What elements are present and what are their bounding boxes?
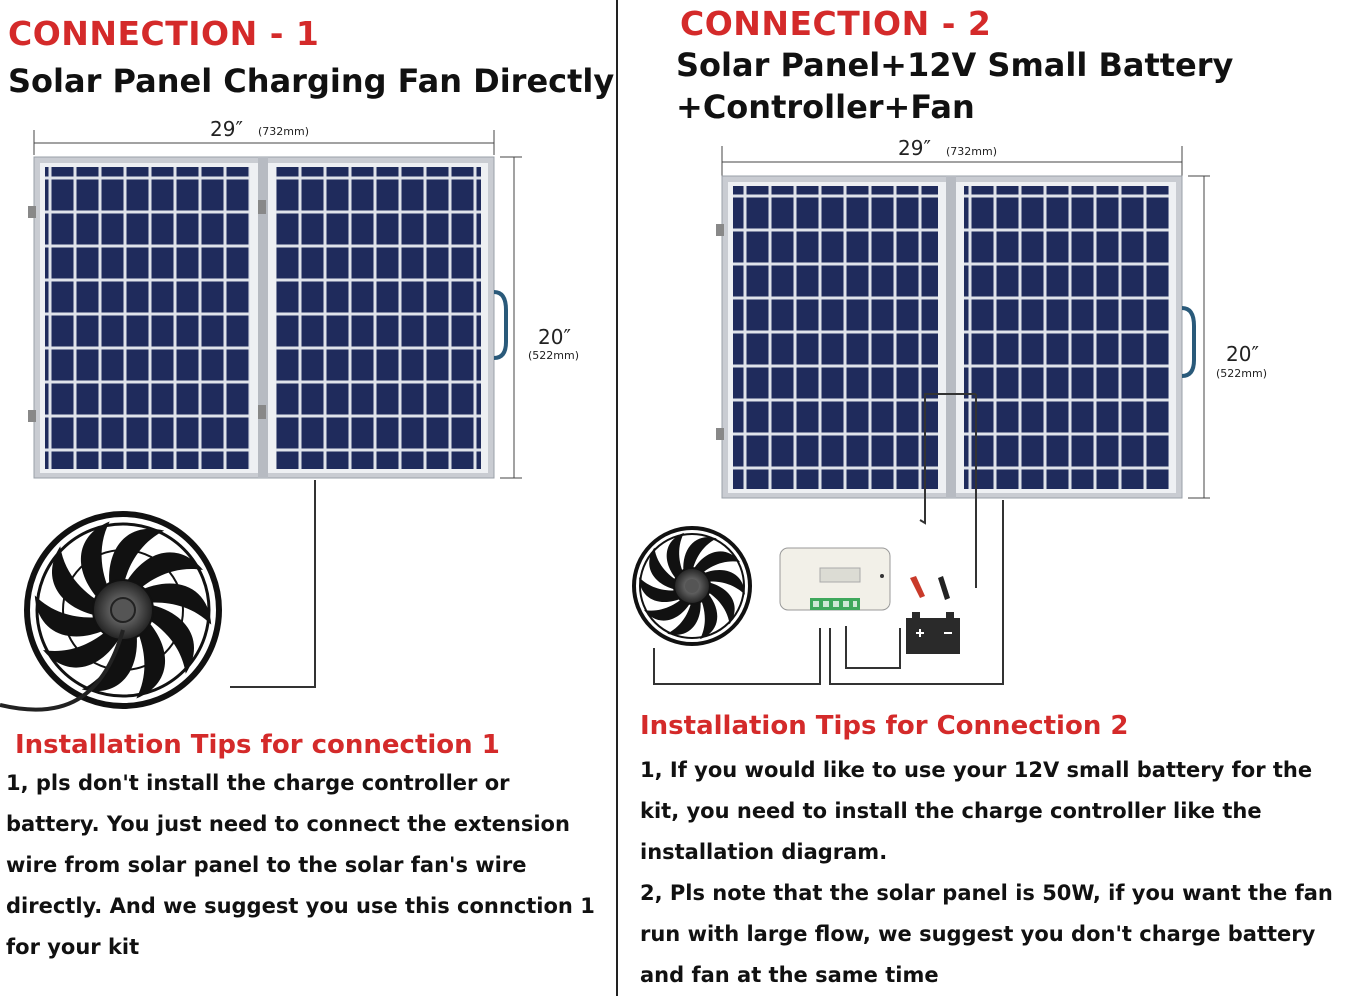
panel-handle	[494, 292, 506, 358]
connection-2-tip-line: kit, you need to install the charge cont…	[640, 799, 1262, 823]
connection-2-tip-line: 2, Pls note that the solar panel is 50W,…	[640, 881, 1333, 905]
width-inches-label: 29″	[898, 136, 931, 160]
height-inches-label: 20″	[538, 325, 571, 349]
connection-2-tip-line: and fan at the same time	[640, 963, 939, 987]
width-dimension: 29″ (732mm)	[722, 136, 1182, 176]
connection-2-tips-title: Installation Tips for Connection 2	[640, 711, 1128, 741]
width-mm-label: (732mm)	[258, 125, 309, 138]
width-mm-label: (732mm)	[946, 145, 997, 158]
section-divider	[616, 0, 618, 996]
solar-panel-folding	[716, 176, 1194, 498]
width-dimension: 29″ (732mm)	[34, 117, 494, 155]
solar-panel-right	[964, 186, 1169, 489]
connection-1-tips-title: Installation Tips for connection 1	[15, 730, 500, 760]
connection-2-tip-line: run with large flow, we suggest you don'…	[640, 922, 1315, 946]
solar-panel-left	[45, 167, 250, 469]
connection-2-tip-line: installation diagram.	[640, 840, 887, 864]
width-inches-label: 29″	[210, 117, 243, 141]
fan-icon	[0, 514, 222, 710]
battery-clips-icon	[910, 576, 950, 600]
connection-2-title: CONNECTION - 2	[680, 4, 991, 43]
height-dimension: 20″ (522mm)	[1188, 176, 1267, 498]
height-inches-label: 20″	[1226, 342, 1259, 366]
connection-1-subtitle: Solar Panel Charging Fan Directly	[8, 60, 614, 102]
height-mm-label: (522mm)	[1216, 367, 1267, 380]
solar-panel-folding	[28, 157, 506, 478]
connection-2-subtitle-line1: Solar Panel+12V Small Battery	[676, 44, 1233, 86]
connection-1-tip-line: wire from solar panel to the solar fan's…	[6, 853, 526, 877]
panel-handle	[1182, 308, 1194, 376]
connection-1-tip-line: for your kit	[6, 935, 139, 959]
solar-panel-left	[733, 186, 938, 489]
height-mm-label: (522mm)	[528, 349, 579, 362]
charge-controller-icon	[780, 548, 890, 610]
panel-to-fan-wire	[230, 480, 315, 687]
connection-1-tip-line: battery. You just need to connect the ex…	[6, 812, 570, 836]
solar-panel-right	[276, 167, 481, 469]
fan-icon	[633, 528, 751, 644]
connection-1-diagram: 29″ (732mm) 20″ (522mm)	[0, 110, 616, 730]
connection-2-diagram: 29″ (732mm) 20″ (522mm)	[620, 128, 1346, 708]
connection-2-tip-line: 1, If you would like to use your 12V sma…	[640, 758, 1312, 782]
connection-1-title: CONNECTION - 1	[8, 14, 319, 53]
connection-1-tip-line: 1, pls don't install the charge controll…	[6, 771, 510, 795]
connection-2-subtitle-line2: +Controller+Fan	[676, 86, 975, 128]
connection-1-tip-line: directly. And we suggest you use this co…	[6, 894, 595, 918]
battery-icon	[906, 612, 960, 654]
height-dimension: 20″ (522mm)	[500, 157, 579, 478]
